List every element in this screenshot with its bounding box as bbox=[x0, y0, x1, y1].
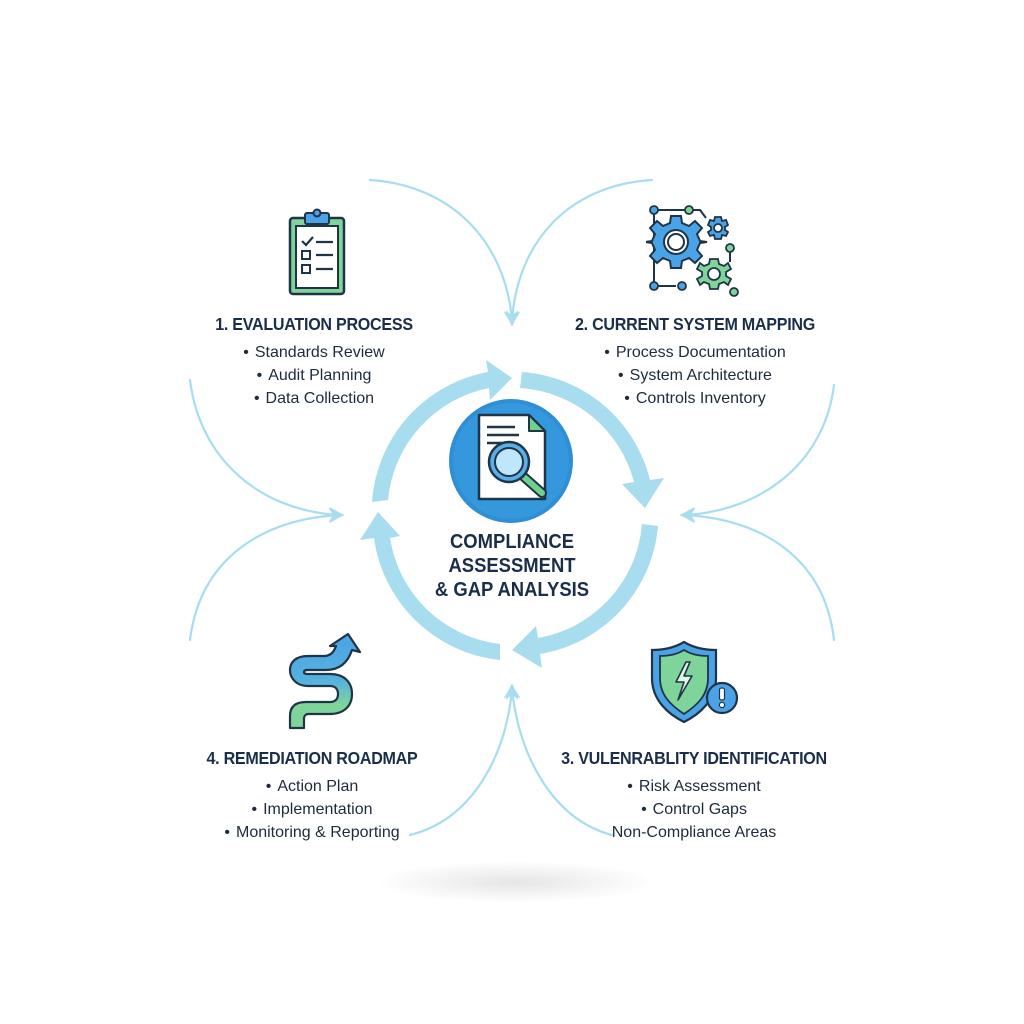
inner-cycle-ring bbox=[360, 360, 664, 668]
outer-arrow-left-bottom bbox=[188, 507, 345, 642]
list-item: •Process Documentation bbox=[604, 344, 786, 361]
outer-arrow-top-right bbox=[505, 178, 654, 327]
outer-arrow-bottom-right bbox=[505, 683, 614, 837]
outer-arrow-top-left bbox=[368, 178, 519, 327]
list-item: •System Architecture bbox=[618, 367, 772, 384]
winding-arrow-icon bbox=[288, 632, 362, 730]
section-current-system-mapping: 2. CURRENT SYSTEM MAPPING •Process Docum… bbox=[560, 314, 830, 410]
ground-shadow bbox=[380, 862, 650, 902]
center-title-line-3: & GAP ANALYSIS bbox=[434, 578, 590, 601]
outer-arrow-bottom-left bbox=[408, 683, 519, 837]
section-vulnerability-identification: 3. VULENRABLITY IDENTIFICATION •Risk Ass… bbox=[544, 748, 844, 844]
list-item: Non-Compliance Areas bbox=[611, 824, 777, 841]
list-item: •Monitoring & Reporting bbox=[224, 824, 400, 841]
clipboard-checklist-icon bbox=[288, 208, 346, 296]
gears-network-icon bbox=[646, 205, 739, 297]
list-item: •Action Plan bbox=[265, 778, 359, 795]
outer-arrow-right-top bbox=[679, 383, 836, 523]
center-title-line-1: COMPLIANCE bbox=[449, 530, 575, 553]
list-item: •Standards Review bbox=[243, 344, 385, 361]
list-item: •Audit Planning bbox=[256, 367, 372, 384]
section-title: 4. REMEDIATION ROADMAP bbox=[206, 748, 418, 768]
list-item: •Implementation bbox=[251, 801, 373, 818]
section-items: •Process Documentation •System Architect… bbox=[560, 341, 830, 410]
center-title-line-2: ASSESSMENT bbox=[448, 554, 576, 577]
section-title: 1. EVALUATION PROCESS bbox=[215, 314, 413, 334]
shield-warning-icon bbox=[650, 640, 739, 724]
section-items: •Action Plan •Implementation •Monitoring… bbox=[192, 775, 432, 844]
list-item: •Control Gaps bbox=[641, 801, 747, 818]
section-remediation-roadmap: 4. REMEDIATION ROADMAP •Action Plan •Imp… bbox=[192, 748, 432, 844]
outer-arrow-right-bottom bbox=[679, 507, 836, 642]
list-item: •Controls Inventory bbox=[624, 390, 766, 407]
document-magnifier-icon bbox=[449, 399, 573, 523]
section-items: •Risk Assessment •Control Gaps Non-Compl… bbox=[544, 775, 844, 844]
section-title: 3. VULENRABLITY IDENTIFICATION bbox=[561, 748, 827, 768]
list-item: •Data Collection bbox=[253, 390, 375, 407]
section-evaluation-process: 1. EVALUATION PROCESS •Standards Review … bbox=[196, 314, 432, 410]
list-item: •Risk Assessment bbox=[627, 778, 761, 795]
center-title: COMPLIANCE ASSESSMENT & GAP ANALYSIS bbox=[422, 530, 602, 602]
section-items: •Standards Review •Audit Planning •Data … bbox=[196, 341, 432, 410]
outer-arrow-left-top bbox=[188, 378, 345, 523]
section-title: 2. CURRENT SYSTEM MAPPING bbox=[574, 314, 816, 334]
